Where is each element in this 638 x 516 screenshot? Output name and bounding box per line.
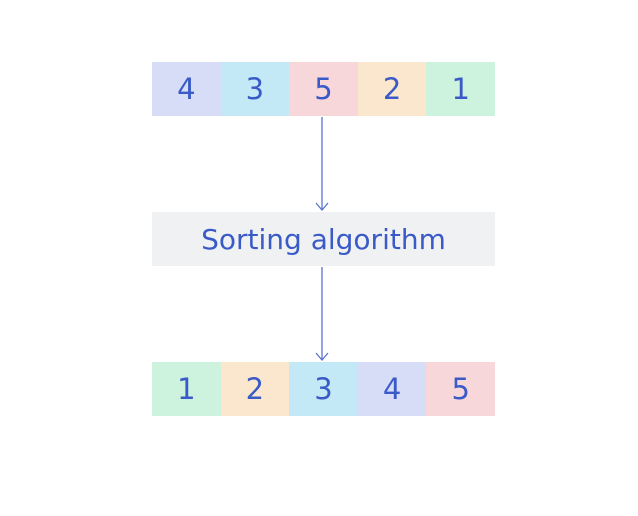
sorting-algorithm-label: Sorting algorithm: [201, 222, 446, 256]
input-cell: 5: [289, 62, 358, 116]
output-array: 1 2 3 4 5: [152, 362, 495, 416]
output-cell: 1: [152, 362, 221, 416]
input-cell: 1: [426, 62, 495, 116]
input-cell: 2: [357, 62, 427, 116]
output-cell: 2: [220, 362, 290, 416]
input-cell: 3: [220, 62, 290, 116]
output-cell: 5: [426, 362, 495, 416]
input-array: 4 3 5 2 1: [152, 62, 495, 116]
arrow-algorithm-to-output: [315, 267, 329, 361]
arrow-input-to-algorithm: [315, 117, 329, 211]
input-cell: 4: [152, 62, 221, 116]
output-cell: 4: [357, 362, 427, 416]
sorting-algorithm-box: Sorting algorithm: [152, 212, 495, 266]
output-cell: 3: [289, 362, 358, 416]
